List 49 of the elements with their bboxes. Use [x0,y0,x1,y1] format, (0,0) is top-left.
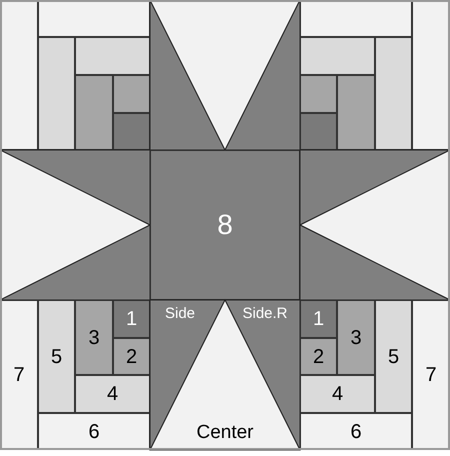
background-triangle [150,0,300,150]
quilt-patch [300,300,337,338]
piece-label: Side [164,306,196,320]
quilt-patch [300,413,412,450]
center-square [150,150,300,300]
quilt-patch [38,0,150,37]
quilt-patch [375,37,412,150]
quilt-patch [38,37,75,150]
quilt-patch [75,375,150,413]
piece-number: 4 [332,384,344,404]
piece-label: Center [196,422,254,442]
quilt-patch [300,113,337,150]
piece-number: 1 [312,309,324,329]
piece-number: 7 [13,365,25,385]
background-triangle [150,300,300,450]
quilt-patch [337,75,375,150]
piece-number: 7 [425,365,437,385]
quilt-patch [375,300,412,413]
quilt-patch [300,0,412,37]
piece-number: 6 [88,422,100,442]
piece-number: 5 [50,346,62,366]
quilt-patch [113,338,150,375]
piece-number: 8 [217,211,233,239]
quilt-patch [300,375,375,413]
quilt-patch [0,0,38,150]
quilt-patch [412,300,450,450]
quilt-patch [300,338,337,375]
quilt-patch [412,0,450,150]
piece-number: 2 [126,346,138,366]
quilt-patch [113,113,150,150]
quilt-patch [75,75,113,150]
quilt-patch [300,75,337,113]
piece-number: 1 [126,309,138,329]
quilt-patch [113,300,150,338]
quilt-patch [75,37,150,75]
quilt-patch [337,300,375,375]
quilt-patch [75,300,113,375]
piece-number: 6 [350,422,362,442]
quilt-patch [113,75,150,113]
piece-label: Side.R [242,306,288,320]
piece-number: 2 [312,346,324,366]
quilt-patch [300,37,375,75]
quilt-patch [38,300,75,413]
piece-number: 4 [106,384,118,404]
piece-number: 3 [350,328,362,348]
quilt-patch [38,413,150,450]
piece-number: 5 [388,346,400,366]
piece-number: 3 [88,328,100,348]
quilt-patch [0,300,38,450]
